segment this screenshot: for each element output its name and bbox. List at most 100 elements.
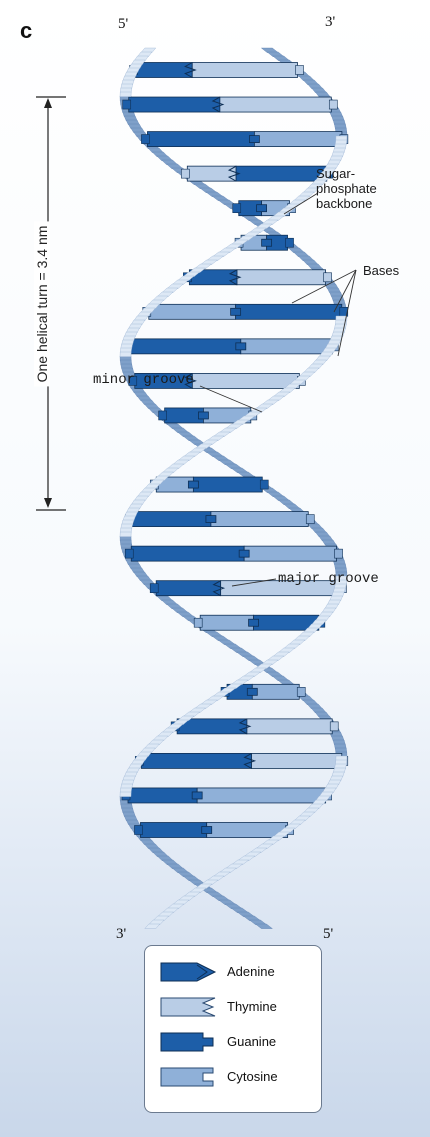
guanine-base [131,512,211,527]
base-stub [150,584,158,593]
base-stub [286,238,294,247]
cytosine-base [149,304,236,319]
thymine-base [192,373,299,388]
base-pair [125,546,342,561]
hydrogen-bond-junction [188,481,198,488]
thymine-base [187,166,236,181]
base-stub [159,411,167,420]
panel-letter: c [20,18,32,44]
guanine-base [165,408,204,423]
hydrogen-bond-junction [249,619,259,626]
major-groove-label: major groove [278,572,379,587]
base-pair [130,63,304,78]
base-stub [134,826,142,835]
base-pair [183,270,331,285]
base-pair [122,788,332,803]
thymine-base [220,97,331,112]
adenine-base [129,97,220,112]
guanine-base [193,477,262,492]
base-pair [134,823,293,838]
sugar-phosphate-segment [255,924,272,929]
hydrogen-bond-junction [206,516,216,523]
base-pair [181,166,332,181]
backbone-label: Sugar-phosphate backbone [316,166,412,211]
hydrogen-bond-junction [192,792,202,799]
base-stub [233,204,241,213]
legend-item-thymine: Thymine [159,993,314,1023]
base-stub [194,618,202,627]
base-pair [123,339,338,354]
helical-turn-arrow-up [44,98,52,108]
base-pair [123,97,338,112]
strand-end-bottom-right: 5' [323,926,333,943]
hydrogen-bond-junction [262,239,272,246]
cytosine-base [241,339,332,354]
base-pairs-layer [122,63,348,838]
thymine-icon [159,995,219,1019]
base-pair [171,719,338,734]
hydrogen-bond-junction [249,136,259,143]
strand-end-bottom-left: 3' [116,926,126,943]
sugar-phosphate-segment [120,532,131,537]
sugar-phosphate-segment [120,352,131,357]
hydrogen-bond-junction [231,308,241,315]
base-stub [329,100,337,109]
adenine-base [177,719,247,734]
base-stub [260,480,268,489]
cytosine-base [254,132,341,147]
cytosine-base [200,615,253,630]
legend-item-cytosine: Cytosine [159,1063,314,1093]
guanine-base [128,788,197,803]
strand-end-top-right: 3' [325,14,335,31]
guanine-base [147,132,254,147]
adenine-icon [159,960,219,984]
hydrogen-bond-junction [257,205,267,212]
hydrogen-bond-junction [239,550,249,557]
base-pair [150,477,268,492]
legend-label-adenine: Adenine [227,964,275,979]
cytosine-base [197,788,325,803]
base-pair [194,615,325,630]
sugar-phosphate-segment [120,92,131,97]
hydrogen-bond-junction [198,412,208,419]
adenine-base [236,166,327,181]
guanine-base [140,823,206,838]
base-stub [141,135,149,144]
guanine-base [236,304,342,319]
adenine-base [136,63,193,78]
thymine-base [192,63,297,78]
guanine-icon [159,1030,219,1054]
sugar-phosphate-segment [145,924,160,929]
adenine-base [156,581,220,596]
sugar-phosphate-segment [120,792,131,797]
guanine-base [129,339,241,354]
cytosine-base [244,546,336,561]
cytosine-base [211,512,308,527]
base-stub [125,549,133,558]
cytosine-icon [159,1065,219,1089]
strand-end-top-left: 5' [118,16,128,33]
legend-label-cytosine: Cytosine [227,1069,278,1084]
base-stub [181,169,189,178]
legend-item-adenine: Adenine [159,958,314,988]
base-stub [306,515,314,524]
base-stub [123,100,131,109]
base-pair [135,753,347,768]
base-stub [335,549,343,558]
base-pair [141,132,347,147]
hydrogen-bond-junction [247,688,257,695]
adenine-base [141,753,251,768]
base-stub [324,273,332,282]
cytosine-base [252,684,299,699]
thymine-base [247,719,332,734]
base-stub [295,66,303,75]
hydrogen-bond-junction [202,827,212,834]
base-stub [330,722,338,731]
thymine-base [252,753,342,768]
legend-item-guanine: Guanine [159,1028,314,1058]
thymine-base [237,270,326,285]
legend-label-thymine: Thymine [227,999,277,1014]
bases-label: Bases [363,263,399,278]
legend-label-guanine: Guanine [227,1034,276,1049]
